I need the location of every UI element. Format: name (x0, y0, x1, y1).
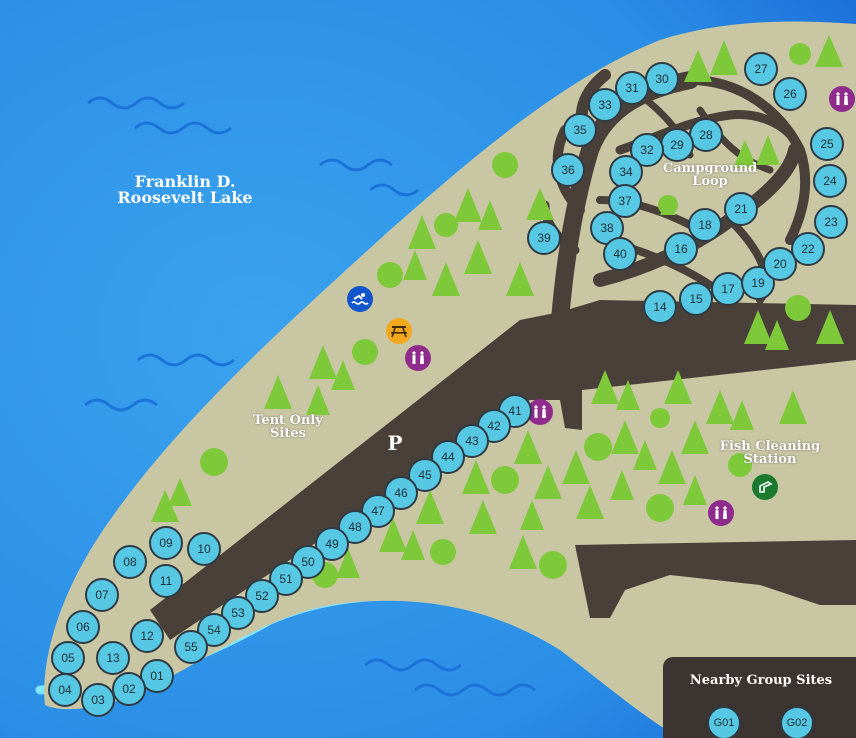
tree-icon (151, 35, 844, 588)
campsite-22[interactable]: 22 (791, 232, 825, 266)
campsite-27[interactable]: 27 (744, 52, 778, 86)
campsite-45[interactable]: 45 (408, 458, 442, 492)
campsite-16[interactable]: 16 (664, 232, 698, 266)
campsite-26[interactable]: 26 (773, 77, 807, 111)
campsite-02[interactable]: 02 (112, 672, 146, 706)
campsite-20[interactable]: 20 (763, 247, 797, 281)
campsite-28[interactable]: 28 (689, 118, 723, 152)
campsite-48[interactable]: 48 (338, 510, 372, 544)
campsite-23[interactable]: 23 (814, 205, 848, 239)
campsite-21[interactable]: 21 (724, 192, 758, 226)
campsite-09[interactable]: 09 (149, 526, 183, 560)
campsite-54[interactable]: 54 (197, 613, 231, 647)
campsite-15[interactable]: 15 (679, 282, 713, 316)
campsite-03[interactable]: 03 (81, 683, 115, 717)
campsite-33[interactable]: 33 (588, 88, 622, 122)
group-sites-title: Nearby Group Sites (689, 673, 833, 688)
campsite-06[interactable]: 06 (66, 610, 100, 644)
campsite-17[interactable]: 17 (711, 272, 745, 306)
east-road (575, 540, 856, 618)
campsite-46[interactable]: 46 (384, 476, 418, 510)
campsite-14[interactable]: 14 (643, 290, 677, 324)
restroom-icon[interactable] (405, 345, 431, 371)
campsite-35[interactable]: 35 (563, 113, 597, 147)
campsite-39[interactable]: 39 (527, 221, 561, 255)
campsite-10[interactable]: 10 (187, 532, 221, 566)
campsite-36[interactable]: 36 (551, 153, 585, 187)
group-sites-panel: Nearby Group Sites (663, 657, 856, 738)
campsite-18[interactable]: 18 (688, 208, 722, 242)
campsite-07[interactable]: 07 (85, 578, 119, 612)
restroom-icon[interactable] (708, 500, 734, 526)
campsite-34[interactable]: 34 (609, 155, 643, 189)
campsite-05[interactable]: 05 (51, 641, 85, 675)
campsite-08[interactable]: 08 (113, 545, 147, 579)
campsite-11[interactable]: 11 (149, 564, 183, 598)
main-road (150, 300, 856, 640)
campsite-40[interactable]: 40 (603, 237, 637, 271)
swimming-icon[interactable] (347, 286, 373, 312)
parking-label: P (387, 431, 403, 455)
campsite-49[interactable]: 49 (315, 527, 349, 561)
picnic-table-icon[interactable] (386, 318, 412, 344)
campsite-19[interactable]: 19 (741, 266, 775, 300)
group-site-g02[interactable]: G02 (780, 706, 814, 738)
campsite-04[interactable]: 04 (48, 673, 82, 707)
lake-label: Franklin D.Roosevelt Lake (117, 172, 253, 207)
campsite-24[interactable]: 24 (813, 164, 847, 198)
campsite-52[interactable]: 52 (245, 579, 279, 613)
campsite-30[interactable]: 30 (645, 62, 679, 96)
group-site-g01[interactable]: G01 (707, 706, 741, 738)
water-wave-icon (84, 96, 536, 697)
campsite-55[interactable]: 55 (174, 630, 208, 664)
campsite-13[interactable]: 13 (96, 641, 130, 675)
campsite-29[interactable]: 29 (660, 128, 694, 162)
campsite-25[interactable]: 25 (810, 127, 844, 161)
restroom-icon[interactable] (829, 86, 855, 112)
campsite-37[interactable]: 37 (608, 184, 642, 218)
fish-cleaning-icon[interactable] (752, 474, 778, 500)
campsite-12[interactable]: 12 (130, 619, 164, 653)
